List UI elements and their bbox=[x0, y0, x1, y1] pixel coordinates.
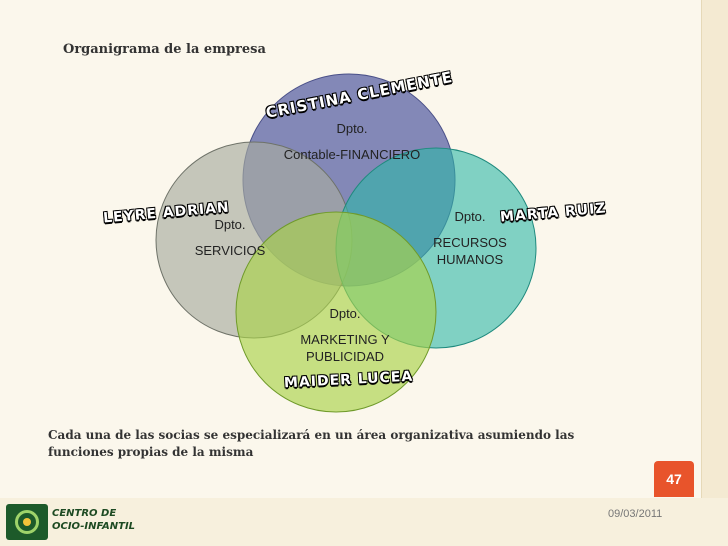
dept-label-recursos-line3: HUMANOS bbox=[436, 252, 504, 267]
page-number-badge: 47 bbox=[654, 461, 694, 497]
dept-label-marketing-line2: MARKETING Y bbox=[300, 332, 390, 347]
slide-frame-right bbox=[701, 0, 728, 546]
center-name-line1: CENTRO DE bbox=[52, 508, 117, 519]
logo-ring bbox=[15, 510, 39, 534]
circle-marketing-publicidad bbox=[235, 211, 437, 413]
dept-label-contable-line2: Contable-FINANCIERO bbox=[283, 147, 421, 162]
dept-label-contable: Dpto. Contable-FINANCIERO bbox=[272, 120, 432, 163]
dept-label-servicios-line2: SERVICIOS bbox=[194, 243, 266, 258]
logo-dot bbox=[23, 518, 31, 526]
dept-label-marketing: Dpto. MARKETING Y PUBLICIDAD bbox=[290, 305, 400, 365]
slide-frame-bottom bbox=[0, 498, 728, 546]
center-name-line2: OCIO-INFANTIL bbox=[52, 521, 136, 532]
slide-date: 09/03/2011 bbox=[608, 508, 663, 520]
center-name: CENTRO DE OCIO-INFANTIL bbox=[52, 507, 135, 533]
centro-ocio-logo-icon bbox=[6, 504, 48, 540]
dept-label-marketing-line3: PUBLICIDAD bbox=[305, 349, 385, 364]
dept-label-contable-line1: Dpto. bbox=[336, 121, 368, 136]
dept-label-recursos-line1: Dpto. bbox=[454, 209, 486, 224]
dept-label-recursos: Dpto. RECURSOS HUMANOS bbox=[425, 208, 515, 268]
dept-label-servicios-line1: Dpto. bbox=[214, 217, 246, 232]
dept-label-recursos-line2: RECURSOS bbox=[433, 235, 507, 250]
dept-label-marketing-line1: Dpto. bbox=[329, 306, 361, 321]
dept-label-servicios: Dpto. SERVICIOS bbox=[185, 216, 275, 259]
slide-caption: Cada una de las socias se especializará … bbox=[48, 428, 575, 459]
slide-title: Organigrama de la empresa bbox=[63, 42, 266, 57]
